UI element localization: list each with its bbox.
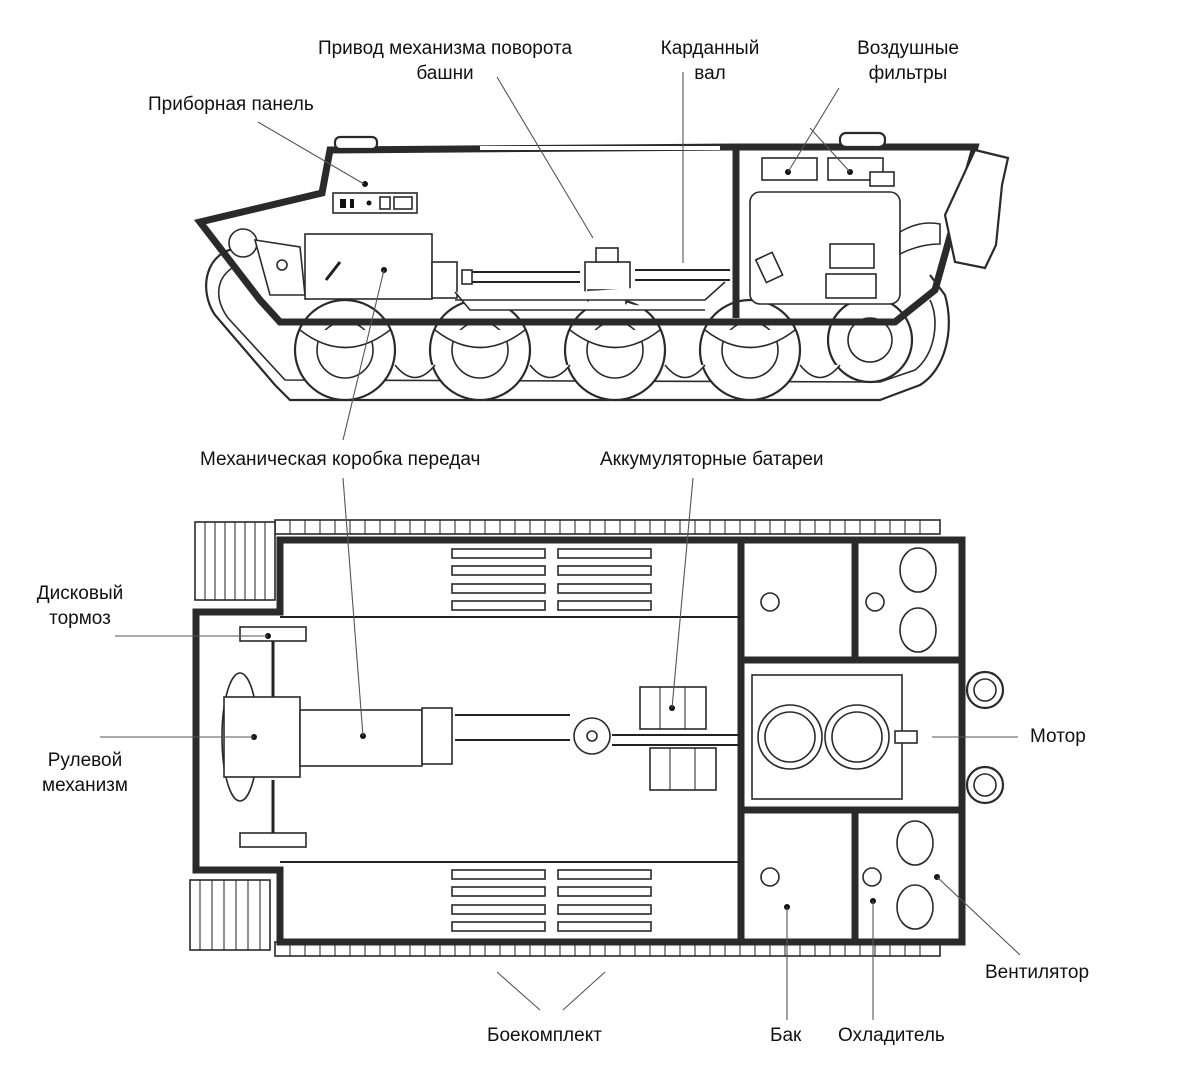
label-disc-brake-line2: тормоз: [49, 608, 111, 629]
top-view: [189, 519, 1005, 957]
label-disc-brake: Дисковый тормоз: [20, 581, 140, 631]
label-fuel-tank: Бак: [770, 1025, 802, 1046]
rear-compartments: [760, 547, 940, 930]
label-engine: Мотор: [1030, 726, 1086, 747]
hull-top: [192, 536, 966, 946]
gearbox-side: [228, 228, 458, 300]
label-instrument-panel: Приборная панель: [148, 94, 314, 115]
label-driveshaft: Карданный вал: [640, 36, 780, 86]
label-fan: Вентилятор: [985, 962, 1090, 983]
label-turret-drive: Привод механизма поворота башни: [295, 36, 595, 86]
label-steering-line1: Рулевой: [47, 750, 123, 771]
driveshaft-top: [455, 714, 740, 755]
label-steering: Рулевой механизм: [25, 748, 145, 798]
label-air-filters-line1: Воздушные: [857, 38, 959, 59]
exhaust: [943, 148, 1010, 270]
steering-top: [221, 626, 453, 848]
ammo-rack-bottom: [451, 869, 652, 932]
engine-side: [749, 157, 941, 305]
label-driveshaft-line2: вал: [694, 63, 726, 84]
batteries-top: [639, 686, 717, 791]
label-ammo: Боекомплект: [487, 1025, 602, 1046]
ammo-rack-top: [451, 548, 652, 611]
label-air-filters: Воздушные фильтры: [838, 36, 978, 86]
label-driveshaft-line1: Карданный: [660, 38, 760, 59]
label-cooler: Охладитель: [838, 1025, 945, 1046]
engine-top: [751, 670, 1005, 805]
label-gearbox: Механическая коробка передач: [200, 449, 481, 470]
label-turret-drive-line2: башни: [416, 63, 474, 84]
label-steering-line2: механизм: [42, 775, 128, 796]
tracks-top: [189, 519, 941, 957]
label-disc-brake-line1: Дисковый: [36, 583, 124, 604]
driveshaft-side: [454, 247, 730, 311]
leader-lines: [100, 72, 1021, 1020]
label-air-filters-line2: фильтры: [868, 63, 948, 84]
label-batteries: Аккумуляторные батареи: [600, 449, 824, 470]
label-turret-drive-line1: Привод механизма поворота: [317, 38, 573, 59]
instrument-panel: [332, 181, 418, 214]
side-view: [193, 131, 1010, 402]
